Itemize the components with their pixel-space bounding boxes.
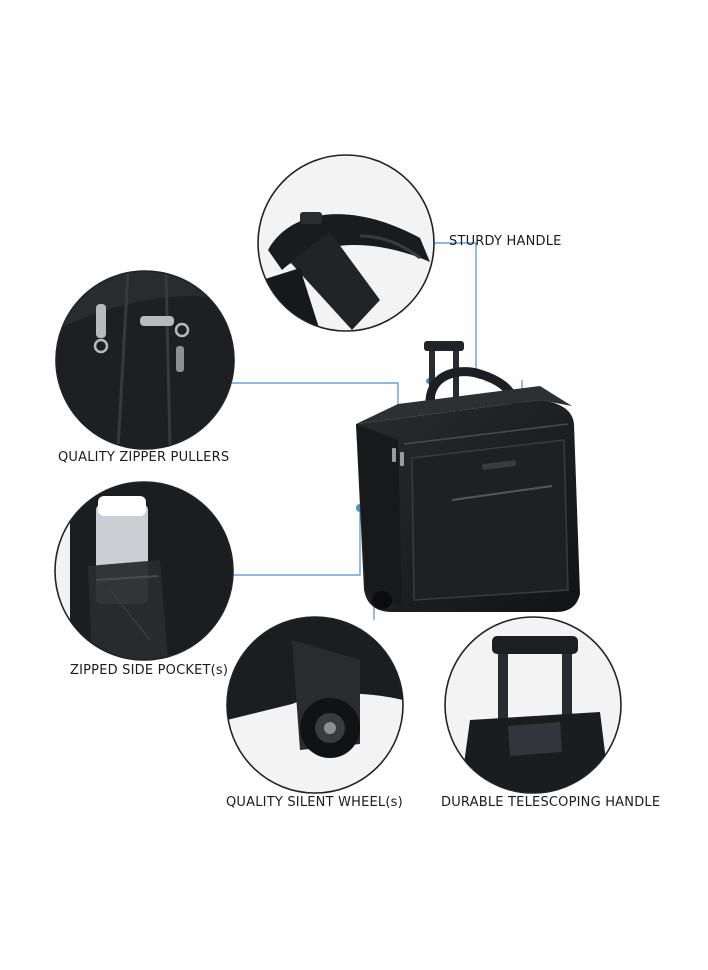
laptop-bag-image — [356, 341, 580, 612]
detail-wheel-photo — [227, 617, 403, 793]
circle-border-pocket — [54, 481, 234, 661]
detail-telescope-photo — [445, 617, 621, 793]
circle-border-telescope — [444, 616, 622, 794]
callout-handle-line — [432, 242, 477, 378]
circle-border-wheel — [226, 616, 404, 794]
circle-border-handle — [257, 154, 435, 332]
label-sturdy-handle: STURDY HANDLE — [449, 234, 562, 249]
detail-handle-photo — [258, 155, 434, 331]
label-silent-wheels: QUALITY SILENT WHEEL(s) — [226, 795, 403, 810]
detail-zipper-photo — [56, 271, 234, 449]
circle-border-zipper — [55, 270, 235, 450]
label-zipper-pullers: QUALITY ZIPPER PULLERS — [58, 450, 230, 465]
callout-pocket-line — [232, 510, 361, 576]
label-telescoping-handle: DURABLE TELESCOPING HANDLE — [441, 795, 661, 810]
label-side-pocket: ZIPPED SIDE POCKET(s) — [70, 663, 229, 678]
detail-pocket-photo — [55, 482, 233, 660]
